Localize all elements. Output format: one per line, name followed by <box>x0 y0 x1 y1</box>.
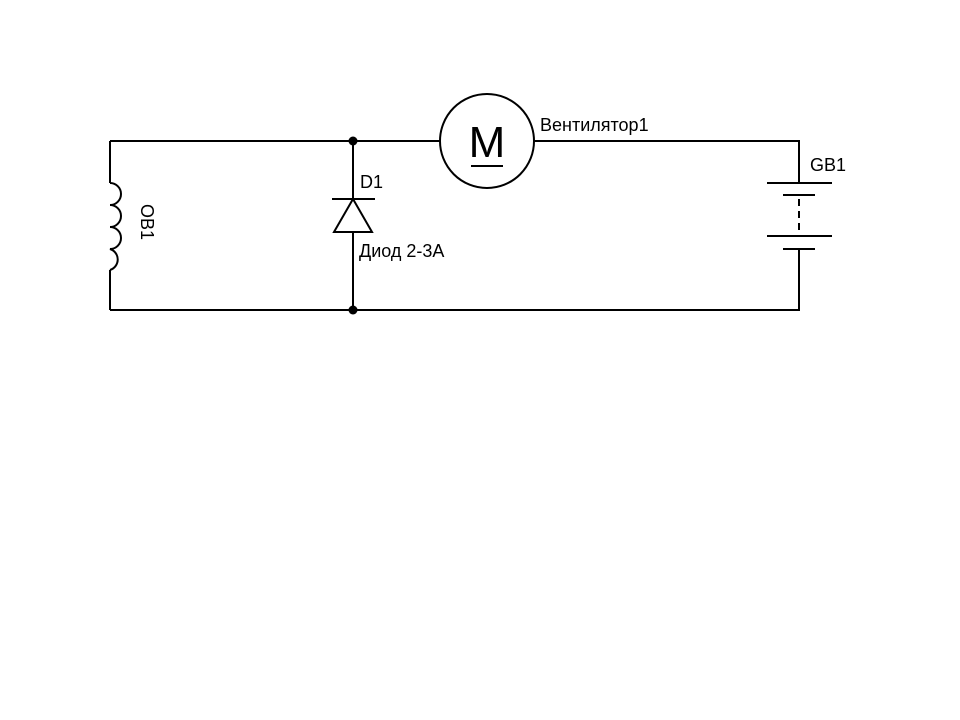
bottom-wire <box>110 249 800 311</box>
diode-triangle <box>332 196 374 233</box>
wires <box>109 140 800 311</box>
coil-label: ОВ1 <box>137 204 157 240</box>
motor-symbol-letter: M <box>469 118 506 167</box>
diode-symbol <box>332 196 375 233</box>
motor-circle <box>439 93 535 189</box>
motor-ref-label: Вентилятор1 <box>540 115 649 135</box>
battery-ref-label: GB1 <box>810 155 846 175</box>
top-wire-right <box>534 140 800 183</box>
motor-symbol: M <box>439 93 535 189</box>
diode-ref-label: D1 <box>360 172 383 192</box>
junction-dot-bottom <box>348 305 358 315</box>
junction-dot-top <box>348 136 358 146</box>
coil-symbol <box>109 182 122 271</box>
diode-value-label: Диод 2-3А <box>359 241 444 261</box>
coil-windings <box>109 182 122 271</box>
battery-symbol <box>767 182 832 250</box>
